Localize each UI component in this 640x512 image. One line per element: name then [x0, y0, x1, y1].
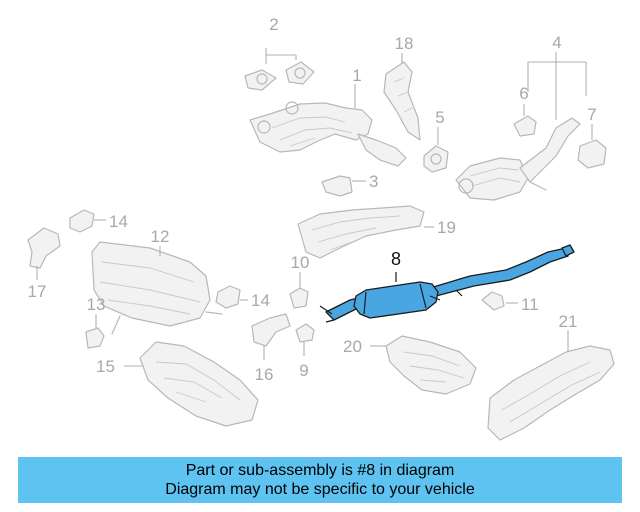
- banner-line-2: Diagram may not be specific to your vehi…: [165, 481, 475, 498]
- callout-13: 13: [87, 295, 106, 314]
- callout-6: 6: [519, 84, 528, 103]
- part-3-bracket[interactable]: [321, 175, 366, 197]
- part-16-pipe[interactable]: [251, 313, 291, 360]
- part-8-intermediate-pipe-highlighted[interactable]: [319, 244, 575, 323]
- part-14-hanger-mid[interactable]: [215, 285, 248, 309]
- callout-20: 20: [343, 337, 362, 356]
- callout-16: 16: [255, 365, 274, 384]
- callout-18: 18: [395, 34, 414, 53]
- callout-14-mid: 14: [251, 291, 270, 310]
- part-12-rear-muffler[interactable]: [91, 241, 223, 335]
- callout-21: 21: [559, 312, 578, 331]
- part-11-hanger[interactable]: [481, 291, 518, 311]
- callout-17: 17: [28, 282, 47, 301]
- part-6-hanger[interactable]: [513, 104, 537, 137]
- part-19-heat-shield[interactable]: [297, 205, 434, 259]
- part-20-heat-shield[interactable]: [370, 335, 477, 395]
- part-9-gasket[interactable]: [295, 323, 315, 356]
- part-10-bracket[interactable]: [289, 272, 309, 309]
- part-2-gaskets[interactable]: [244, 48, 315, 91]
- callout-4: 4: [552, 33, 561, 52]
- part-18-heat-shield[interactable]: [383, 53, 421, 141]
- banner-line-1: Part or sub-assembly is #8 in diagram: [185, 462, 455, 479]
- part-13-bushing[interactable]: [85, 314, 105, 349]
- callout-12: 12: [151, 227, 170, 246]
- part-4-front-pipe[interactable]: [455, 52, 587, 201]
- callout-11: 11: [521, 295, 539, 314]
- part-17-tail-pipe[interactable]: [27, 227, 61, 280]
- callout-10: 10: [291, 253, 310, 272]
- part-1-exhaust-manifold[interactable]: [249, 84, 407, 167]
- part-21-heat-shield[interactable]: [487, 330, 615, 441]
- part-14-hanger-top[interactable]: [69, 209, 106, 233]
- callout-15: 15: [96, 357, 115, 376]
- callout-3: 3: [369, 172, 378, 191]
- callout-2: 2: [269, 15, 278, 34]
- part-7-hanger[interactable]: [577, 124, 607, 169]
- callout-9: 9: [299, 361, 308, 380]
- callout-14-top: 14: [109, 212, 128, 231]
- part-5-gasket[interactable]: [423, 127, 449, 173]
- callout-1: 1: [352, 66, 361, 85]
- exhaust-parts-diagram: 2 1 18 5 3 4 6: [27, 15, 615, 441]
- info-banner: Part or sub-assembly is #8 in diagram Di…: [18, 457, 622, 503]
- callout-19: 19: [437, 218, 456, 237]
- callout-8: 8: [391, 249, 401, 269]
- callout-5: 5: [435, 108, 444, 127]
- callout-7: 7: [587, 105, 596, 124]
- part-15-heat-shield[interactable]: [124, 341, 259, 427]
